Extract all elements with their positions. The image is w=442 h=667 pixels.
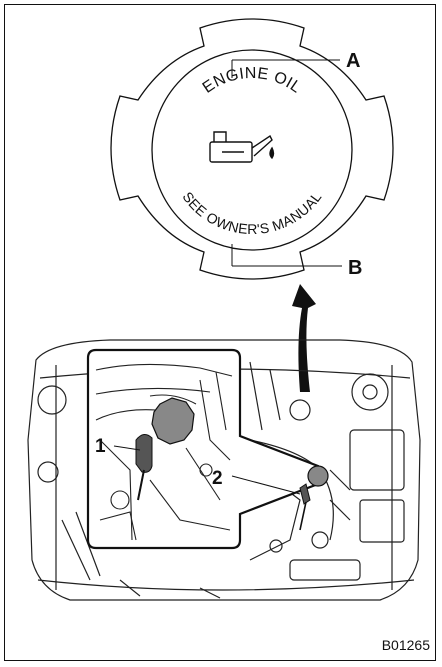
figure-code: B01265: [382, 637, 430, 653]
callout-a: A: [346, 50, 360, 72]
dipstick-handle: [136, 434, 152, 472]
arrow-up-icon: [292, 284, 316, 392]
engine-oil-cap: [308, 466, 328, 486]
callout-1: 1: [95, 436, 106, 457]
callout-2: 2: [212, 468, 223, 489]
callout-b: B: [348, 257, 362, 279]
